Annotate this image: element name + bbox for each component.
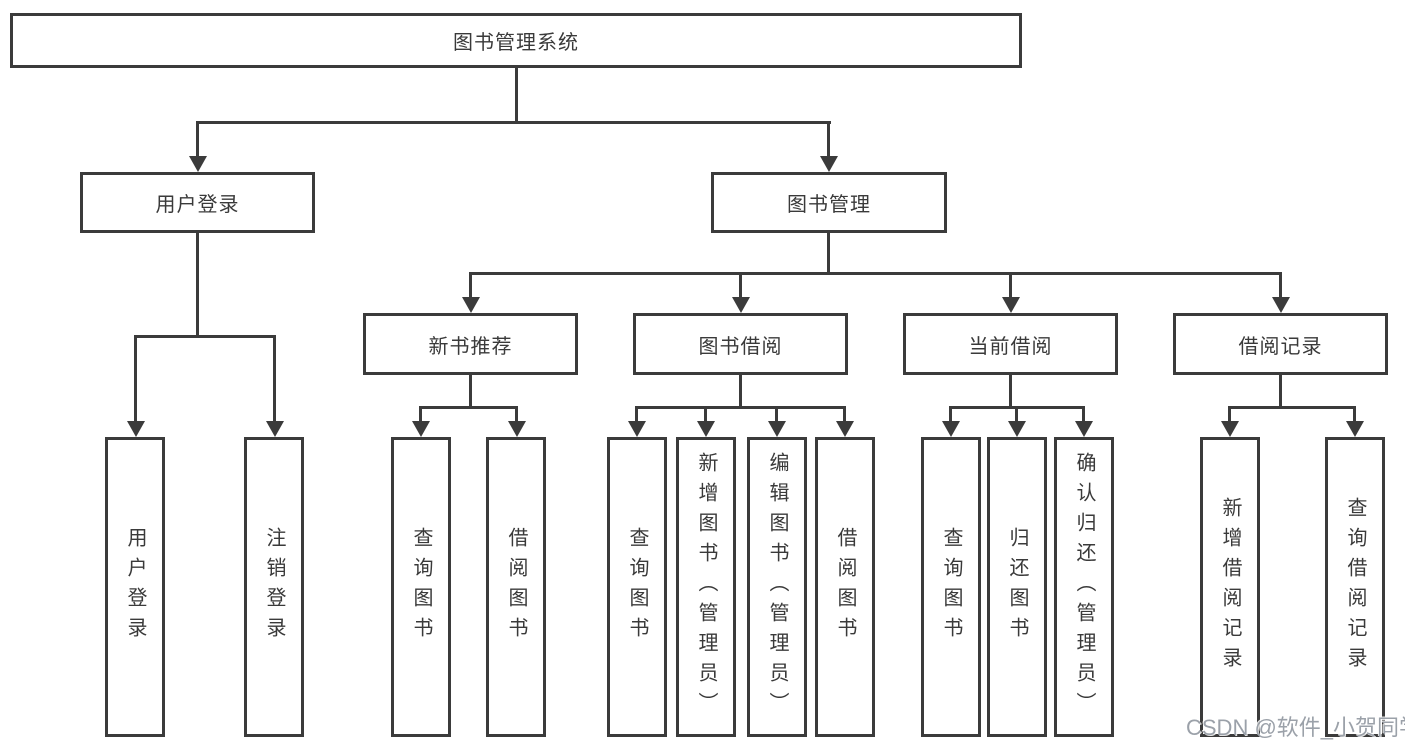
connector-line — [739, 375, 742, 409]
connector-line — [134, 335, 276, 338]
node-label: 用户登录 — [155, 194, 240, 216]
node-book-management: 图书管理 — [711, 172, 947, 233]
node-label: 查询图书 — [410, 527, 432, 647]
node-label: 图书借阅 — [698, 335, 783, 358]
node-label: 查询借阅记录 — [1344, 497, 1366, 677]
leaf-query-books-recommend: 查询图书 — [391, 437, 451, 737]
connector-line — [635, 406, 846, 409]
node-label: 新增借阅记录 — [1219, 497, 1241, 677]
connector-arrow — [1015, 406, 1018, 421]
node-label: 归还图书 — [1006, 527, 1028, 647]
leaf-user-login: 用户登录 — [105, 437, 165, 737]
connector-line — [1279, 375, 1282, 409]
node-borrowing-records: 借阅记录 — [1173, 313, 1388, 375]
connector-line — [419, 406, 518, 409]
connector-arrow — [1009, 272, 1012, 297]
node-label: 当前借阅 — [968, 335, 1053, 358]
node-label: 借阅记录 — [1238, 335, 1323, 358]
leaf-add-borrow-record: 新增借阅记录 — [1200, 437, 1260, 737]
connector-line — [196, 233, 199, 335]
node-book-borrowing: 图书借阅 — [633, 313, 848, 375]
node-current-borrowing: 当前借阅 — [903, 313, 1118, 375]
node-label: 借阅图书 — [505, 527, 527, 647]
connector-line — [469, 375, 472, 409]
node-label: 查询图书 — [626, 527, 648, 647]
connector-line — [1009, 375, 1012, 409]
connector-arrow — [704, 406, 707, 421]
connector-arrow — [1082, 406, 1085, 421]
connector-arrow — [196, 121, 199, 156]
leaf-add-book-admin: 新增图书（管理员） — [676, 437, 736, 737]
connector-arrow — [1353, 406, 1356, 421]
leaf-confirm-return-admin: 确认归还（管理员） — [1054, 437, 1114, 737]
connector-arrow — [843, 406, 846, 421]
connector-arrow — [515, 406, 518, 421]
node-label: 图书管理系统 — [453, 32, 579, 54]
leaf-query-books-borrowing: 查询图书 — [607, 437, 667, 737]
connector-line — [196, 121, 831, 124]
connector-arrow — [1279, 272, 1282, 297]
leaf-edit-book-admin: 编辑图书（管理员） — [747, 437, 807, 737]
connector-arrow — [827, 121, 830, 156]
watermark: CSDN @软件_小贺同学 — [1186, 715, 1405, 740]
node-label: 借阅图书 — [834, 527, 856, 647]
node-label: 用户登录 — [124, 527, 146, 647]
node-user-login: 用户登录 — [80, 172, 315, 233]
leaf-return-books: 归还图书 — [987, 437, 1047, 737]
leaf-logout: 注销登录 — [244, 437, 304, 737]
node-label: 新书推荐 — [428, 335, 513, 358]
node-label: 新增图书（管理员） — [695, 452, 717, 722]
leaf-borrow-books-borrowing: 借阅图书 — [815, 437, 875, 737]
node-label: 查询图书 — [940, 527, 962, 647]
connector-arrow — [134, 335, 137, 421]
leaf-query-borrow-record: 查询借阅记录 — [1325, 437, 1385, 737]
connector-line — [1228, 406, 1356, 409]
leaf-query-books-current: 查询图书 — [921, 437, 981, 737]
node-new-book-recommend: 新书推荐 — [363, 313, 578, 375]
connector-arrow — [419, 406, 422, 421]
connector-line — [827, 233, 830, 272]
connector-arrow — [949, 406, 952, 421]
leaf-borrow-books-recommend: 借阅图书 — [486, 437, 546, 737]
node-label: 图书管理 — [787, 194, 871, 216]
node-label: 确认归还（管理员） — [1073, 452, 1095, 722]
connector-line — [469, 272, 1282, 275]
connector-arrow — [273, 335, 276, 421]
node-library-system: 图书管理系统 — [10, 13, 1022, 68]
connector-line — [515, 68, 518, 122]
node-label: 编辑图书（管理员） — [766, 452, 788, 722]
node-label: 注销登录 — [263, 527, 285, 647]
connector-arrow — [1228, 406, 1231, 421]
connector-arrow — [635, 406, 638, 421]
connector-arrow — [739, 272, 742, 297]
connector-arrow — [775, 406, 778, 421]
connector-arrow — [469, 272, 472, 297]
